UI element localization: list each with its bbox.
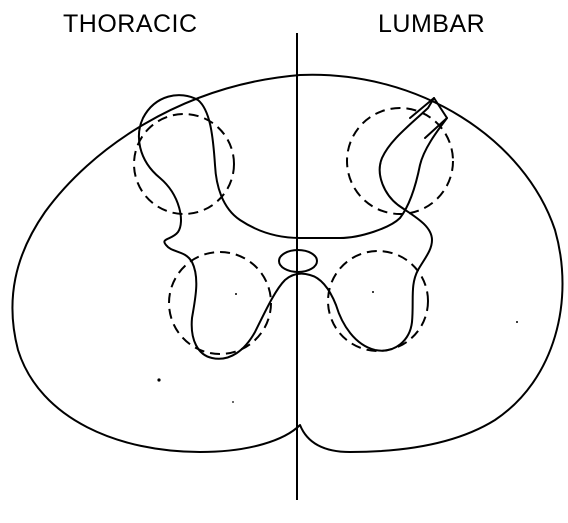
lumbar-label: LUMBAR	[378, 10, 485, 39]
cord-outer-outline	[12, 75, 562, 452]
lumbar-dorsal-horn-region	[347, 108, 453, 214]
dorsal-root-edge	[410, 98, 434, 118]
speck	[157, 378, 160, 381]
speck	[516, 321, 518, 323]
thoracic-dorsal-horn-region	[134, 114, 234, 214]
thoracic-ventral-horn-region	[169, 252, 271, 354]
speck	[372, 291, 374, 293]
speck	[235, 293, 237, 295]
thoracic-label: THORACIC	[63, 10, 198, 39]
gray-matter-outline	[139, 95, 447, 359]
speck	[232, 401, 234, 403]
